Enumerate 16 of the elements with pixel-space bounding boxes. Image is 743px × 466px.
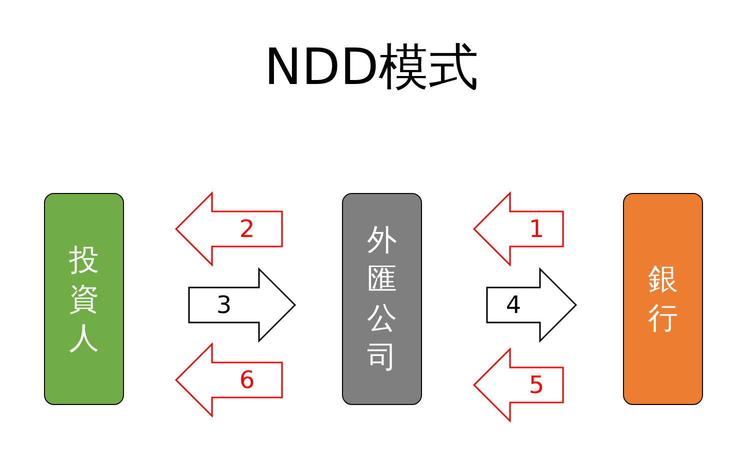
block-arrow bbox=[174, 191, 283, 267]
process-box: 外匯公司 bbox=[342, 193, 422, 405]
title: NDD模式 bbox=[263, 42, 480, 92]
process-box: 銀行 bbox=[623, 193, 703, 405]
edge-label: 2 bbox=[239, 217, 255, 241]
block-arrow bbox=[486, 267, 578, 343]
edge-label: 3 bbox=[216, 293, 232, 317]
block-arrow bbox=[472, 191, 564, 267]
edge-label: 1 bbox=[528, 217, 544, 241]
edge-label: 4 bbox=[506, 293, 522, 317]
block-arrow bbox=[174, 342, 283, 418]
block-arrow bbox=[188, 267, 296, 343]
block-arrow bbox=[472, 347, 564, 423]
edge-label: 5 bbox=[528, 373, 544, 397]
edge-label: 6 bbox=[239, 368, 255, 392]
process-box: 投資人 bbox=[44, 193, 124, 405]
